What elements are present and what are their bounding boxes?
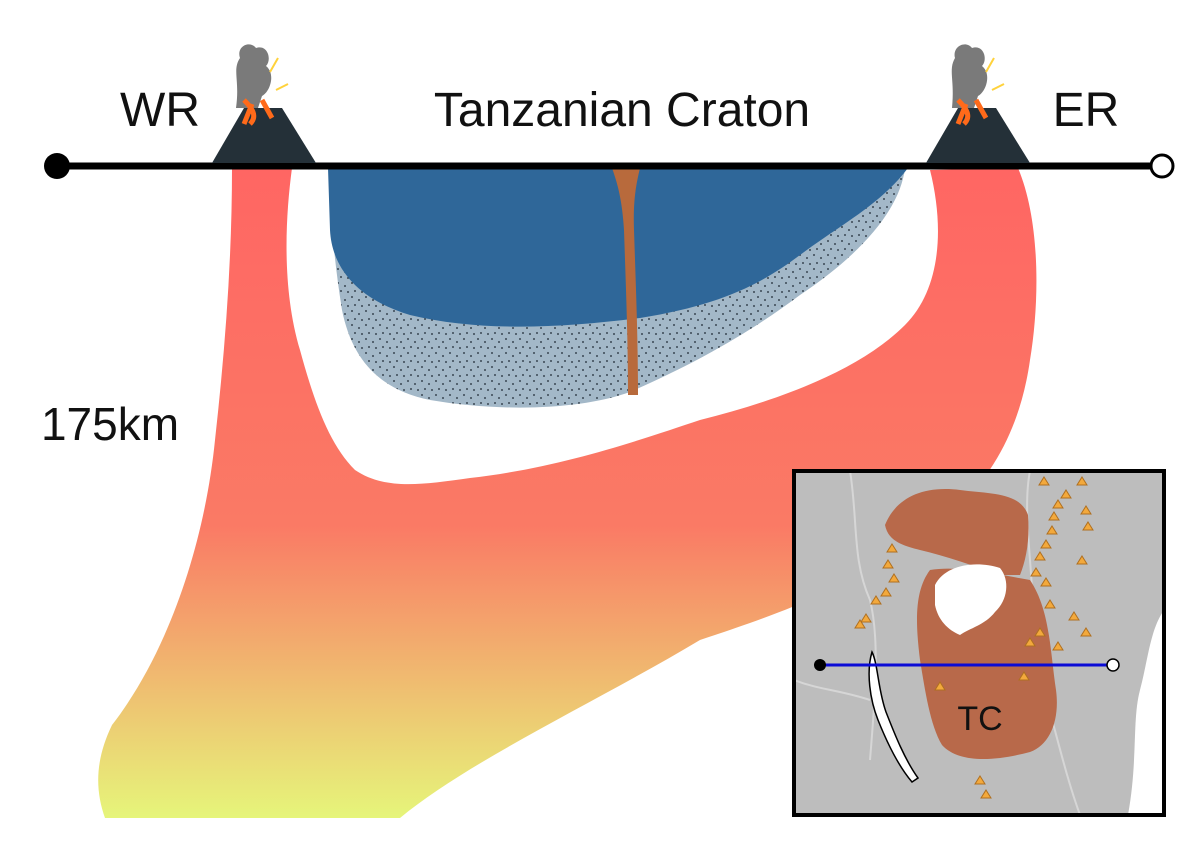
west-rift-label: WR [120,84,200,137]
open-circle-icon [1106,658,1120,672]
triangle-icon [934,681,946,691]
triangle-icon [1040,539,1052,549]
triangle-icon [886,543,898,553]
volcano-icon [212,44,316,163]
triangle-icon [1060,489,1072,499]
open-circle-icon [1149,153,1175,179]
volcano-icon [926,44,1030,163]
triangle-icon [1018,671,1030,681]
triangle-icon [1068,611,1080,621]
triangle-icon [1080,505,1092,515]
triangle-icon [1040,577,1052,587]
inset-craton-north [885,489,1029,575]
triangle-icon [854,619,866,629]
craton-label: Tanzanian Craton [434,84,810,137]
triangle-icon [1048,511,1060,521]
triangle-icon [1076,476,1088,486]
craton-upper-lithosphere [328,168,908,327]
mantle-plume [98,168,1037,818]
triangle-icon [1052,499,1064,509]
triangle-icon [882,559,894,569]
filled-circle-icon [44,153,70,179]
triangle-icon [870,595,882,605]
filled-circle-icon [814,659,826,671]
inset-volcano-markers [854,476,1094,799]
triangle-icon [1080,627,1092,637]
triangle-icon [880,587,892,597]
triangle-icon [1046,525,1058,535]
inset-frame [792,469,1166,817]
inset-lake-victoria [935,564,1007,635]
triangle-icon [1052,641,1064,651]
triangle-icon [888,573,900,583]
depth-label: 175km [41,398,179,450]
triangle-icon [860,613,872,623]
triangle-icon [1038,476,1050,486]
triangle-icon [1034,551,1046,561]
east-rift-label: ER [1053,84,1120,137]
triangle-icon [1030,567,1042,577]
inset-coast [1128,610,1164,815]
inset-map: TC [792,469,1166,817]
triangle-icon [1044,599,1056,609]
triangle-icon [1024,637,1036,647]
inset-craton-label: TC [957,700,1002,738]
triangle-icon [980,789,992,799]
triangle-icon [974,775,986,785]
magma-dike [612,168,640,395]
triangle-icon [1076,555,1088,565]
triangle-icon [1082,521,1094,531]
triangle-icon [1034,627,1046,637]
